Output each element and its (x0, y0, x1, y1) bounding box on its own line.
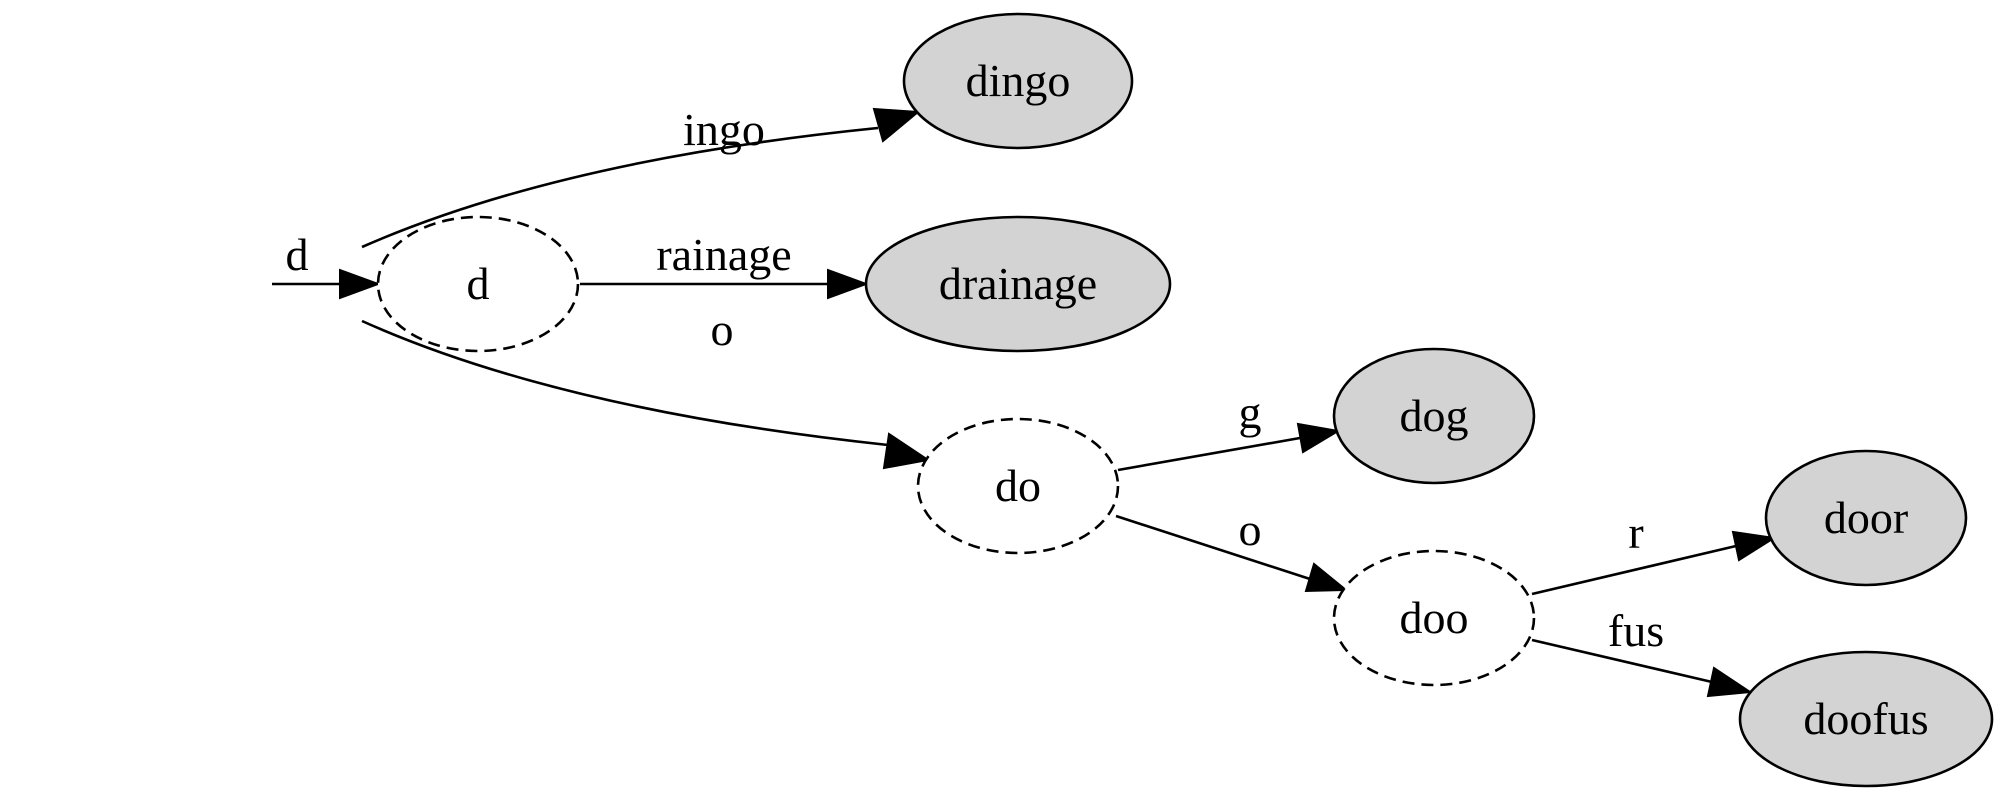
edge-label-do-dog: g (1239, 387, 1262, 438)
edge-root-d: d (272, 229, 381, 300)
edge-label-d-drainage: rainage (656, 229, 791, 280)
edge-d-do: o (361, 304, 931, 470)
edge-d-drainage: rainage (580, 229, 869, 300)
node-dog: dog (1332, 347, 1536, 485)
edge-label-do-doo: o (1239, 504, 1262, 555)
node-doofus: doofus (1738, 650, 1994, 788)
edge-do-dog: g (1117, 387, 1341, 472)
edge-do-doo: o (1115, 504, 1349, 593)
node-label-dingo: dingo (966, 55, 1071, 106)
edge-doo-doofus: fus (1531, 605, 1753, 698)
node-do: do (916, 417, 1120, 555)
node-label-dog: dog (1400, 390, 1469, 441)
edge-label-d-dingo: ingo (683, 104, 765, 155)
node-label-doofus: doofus (1803, 693, 1928, 744)
edge-label-root-d: d (286, 229, 309, 280)
node-label-d: d (467, 258, 490, 309)
node-dingo: dingo (902, 12, 1134, 150)
node-doo: doo (1332, 549, 1536, 687)
node-door: door (1764, 449, 1968, 587)
edge-label-doo-doofus: fus (1608, 605, 1664, 656)
node-label-doo: doo (1400, 592, 1469, 643)
node-label-do: do (995, 460, 1041, 511)
edge-doo-door: r (1531, 507, 1777, 596)
node-drainage: drainage (864, 215, 1172, 353)
edge-label-doo-door: r (1628, 507, 1643, 558)
node-label-door: door (1824, 492, 1908, 543)
edge-label-d-do: o (711, 304, 734, 355)
edge-d-dingo: ingo (361, 104, 921, 249)
node-label-drainage: drainage (939, 258, 1097, 309)
node-d: d (376, 215, 580, 353)
